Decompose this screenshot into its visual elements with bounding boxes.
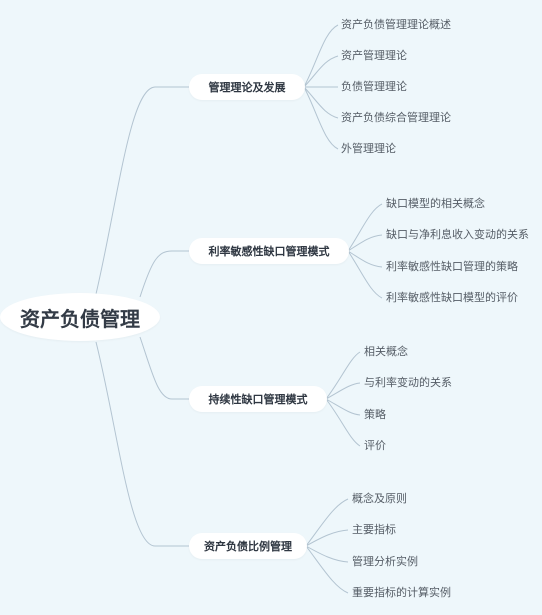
connector-root-branch-0 <box>95 86 190 295</box>
leaf-b3-3: 重要指标的计算实例 <box>352 586 451 599</box>
connector-b0-leaf-1 <box>303 55 339 88</box>
connector-root-branch-2 <box>139 336 190 400</box>
connector-b2-leaf-0 <box>325 351 361 400</box>
leaf-b1-3: 利率敏感性缺口模型的评价 <box>386 291 518 304</box>
leaf-b0-4: 外管理理论 <box>341 142 396 155</box>
branch-node-2: 持续性缺口管理模式 <box>189 386 327 412</box>
branch-node-3: 资产负债比例管理 <box>189 533 307 559</box>
connector-b3-leaf-0 <box>305 498 349 547</box>
root-node: 资产负债管理 <box>0 293 160 341</box>
leaf-b0-1: 资产管理理论 <box>341 49 407 62</box>
leaf-b0-3: 资产负债综合管理理论 <box>341 111 451 124</box>
connector-root-branch-3 <box>95 341 190 547</box>
leaf-b2-1: 与利率变动的关系 <box>364 376 452 389</box>
branch-node-1: 利率敏感性缺口管理模式 <box>189 238 349 264</box>
connector-b2-leaf-1 <box>325 382 361 400</box>
leaf-b2-0: 相关概念 <box>364 345 408 358</box>
leaf-b3-1: 主要指标 <box>352 523 396 536</box>
connector-b1-leaf-2 <box>347 250 383 268</box>
branch-node-0: 管理理论及发展 <box>189 74 305 100</box>
connector-b1-leaf-0 <box>347 203 383 252</box>
leaf-b1-0: 缺口模型的相关概念 <box>386 197 485 210</box>
connector-b3-leaf-2 <box>305 545 349 563</box>
leaf-b1-1: 缺口与净利息收入变动的关系 <box>386 228 529 241</box>
leaf-b2-2: 策略 <box>364 408 386 421</box>
connector-b0-leaf-0 <box>303 24 339 88</box>
connector-b3-leaf-1 <box>305 529 349 547</box>
leaf-b0-2: 负债管理理论 <box>341 80 407 93</box>
connector-b2-leaf-2 <box>325 398 361 416</box>
connector-b1-leaf-3 <box>347 250 383 299</box>
connector-b1-leaf-1 <box>347 234 383 252</box>
leaf-b3-0: 概念及原则 <box>352 492 407 505</box>
connector-root-branch-1 <box>139 250 190 298</box>
leaf-b2-3: 评价 <box>364 439 386 452</box>
leaf-b0-0: 资产负债管理理论概述 <box>341 18 451 31</box>
leaf-b1-2: 利率敏感性缺口管理的策略 <box>386 260 518 273</box>
connector-b3-leaf-3 <box>305 545 349 594</box>
connector-b2-leaf-3 <box>325 398 361 447</box>
connector-b0-leaf-3 <box>303 86 339 119</box>
leaf-b3-2: 管理分析实例 <box>352 555 418 568</box>
connector-b0-leaf-4 <box>303 86 339 150</box>
